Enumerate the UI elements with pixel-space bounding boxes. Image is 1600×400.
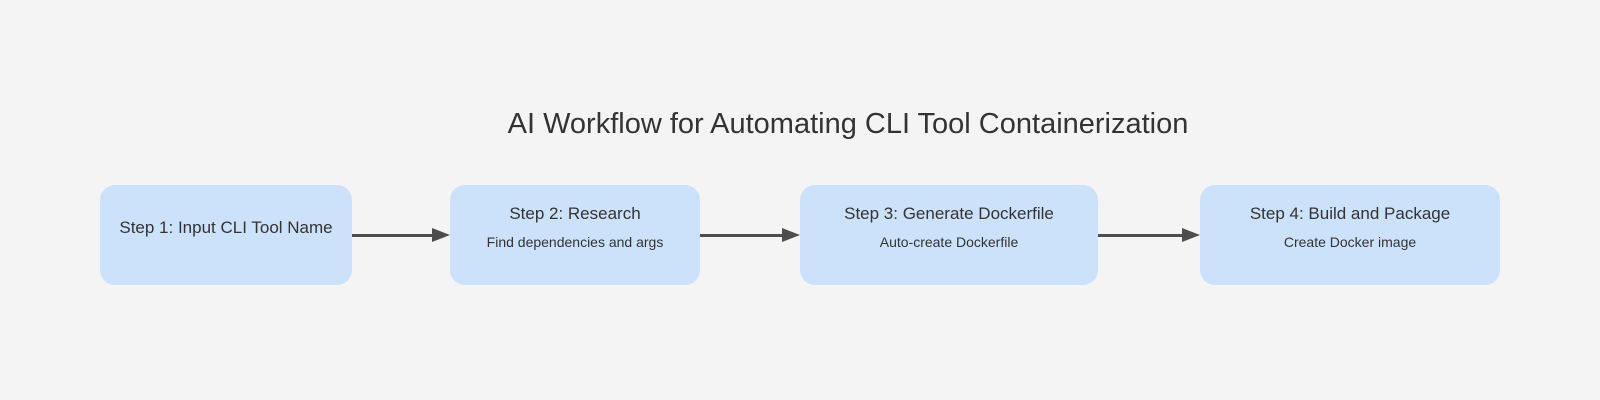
node-step-4: Step 4: Build and Package Create Docker … bbox=[1200, 185, 1500, 285]
node-step-2-sublabel: Find dependencies and args bbox=[486, 234, 664, 250]
node-step-4-sublabel: Create Docker image bbox=[1283, 234, 1417, 250]
node-step-1: Step 1: Input CLI Tool Name bbox=[100, 185, 352, 285]
node-step-3-sublabel: Auto-create Dockerfile bbox=[879, 234, 1019, 250]
edge-step1-step2 bbox=[352, 228, 450, 242]
node-step-2-label: Step 2: Research bbox=[509, 204, 641, 223]
edge-step2-step3 bbox=[700, 228, 800, 242]
node-step-3-label: Step 3: Generate Dockerfile bbox=[844, 204, 1054, 223]
node-step-4-label: Step 4: Build and Package bbox=[1249, 204, 1451, 223]
node-step-3: Step 3: Generate Dockerfile Auto-create … bbox=[800, 185, 1098, 285]
node-step-1-label: Step 1: Input CLI Tool Name bbox=[119, 217, 333, 237]
diagram-title: AI Workflow for Automating CLI Tool Cont… bbox=[507, 108, 1189, 140]
node-step-2: Step 2: Research Find dependencies and a… bbox=[450, 185, 700, 285]
edge-step3-step4 bbox=[1098, 228, 1200, 242]
arrowhead-right-icon bbox=[432, 228, 450, 242]
arrowhead-right-icon bbox=[1182, 228, 1200, 242]
edge-line bbox=[700, 233, 782, 237]
arrowhead-right-icon bbox=[782, 228, 800, 242]
edge-line bbox=[1098, 233, 1182, 237]
edge-line bbox=[352, 233, 432, 237]
